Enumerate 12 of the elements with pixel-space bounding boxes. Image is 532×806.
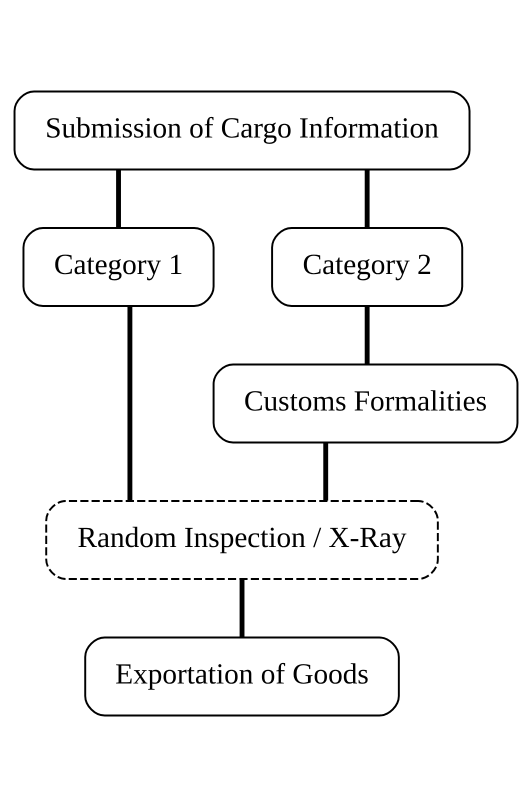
- node-box: Exportation of Goods: [84, 636, 400, 716]
- connector: [116, 170, 121, 228]
- node-box: Random Inspection / X-Ray: [45, 500, 439, 580]
- node-box: Category 1: [22, 226, 215, 306]
- connector: [323, 442, 328, 500]
- node-box: Submission of Cargo Information: [14, 90, 470, 170]
- connector: [240, 578, 244, 637]
- connector: [127, 306, 132, 500]
- connector: [364, 306, 370, 364]
- node-box: Category 2: [271, 226, 464, 306]
- node-box: Customs Formalities: [212, 363, 518, 443]
- connector: [364, 170, 370, 228]
